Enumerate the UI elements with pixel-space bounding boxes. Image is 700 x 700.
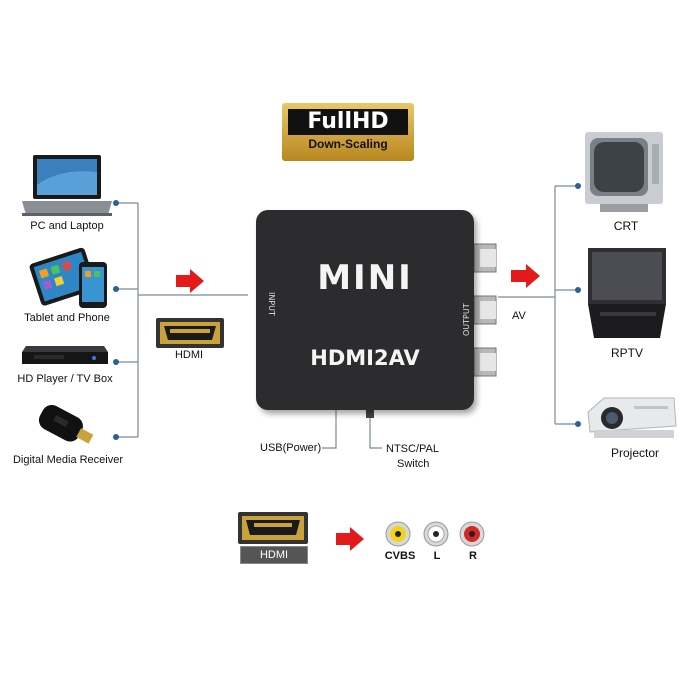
crt-tv-icon [585, 132, 663, 212]
usb-power-label: USB(Power) [260, 442, 322, 454]
legend-hdmi-label: HDMI [240, 546, 308, 564]
leader-lines [322, 410, 382, 449]
source-label-tablet-phone: Tablet and Phone [24, 312, 110, 324]
left-audio-jack-icon [423, 521, 449, 547]
bluray-player-icon [22, 346, 108, 364]
legend-hdmi-connector-icon [238, 512, 308, 544]
projector-icon [587, 397, 677, 438]
legend-l-label: L [433, 550, 441, 562]
output-arrow-icon [511, 264, 540, 288]
source-dots [113, 200, 119, 440]
legend-arrow-icon [336, 527, 364, 551]
laptop-icon [22, 155, 112, 216]
rca-ports [473, 243, 497, 377]
output-label-rptv: RPTV [610, 346, 644, 360]
source-label-pc-laptop: PC and Laptop [30, 220, 104, 232]
media-dongle-icon [38, 404, 94, 444]
av-output-label: AV [512, 310, 526, 322]
output-label-projector: Projector [610, 446, 660, 460]
output-label-crt: CRT [613, 219, 639, 233]
badge-subtitle: Down-Scaling [308, 137, 388, 151]
cvbs-jack-icon [385, 521, 411, 547]
rear-projection-tv-icon [588, 248, 666, 338]
badge-title: FullHD [288, 109, 408, 135]
converter-model: HDMI2AV [310, 346, 420, 370]
legend-r-label: R [469, 550, 477, 562]
switch-label-line2: Switch [397, 458, 430, 470]
hdmi-input-label: HDMI [174, 349, 204, 361]
tablet-phone-icon [29, 247, 107, 308]
source-label-media-receiver: Digital Media Receiver [12, 454, 124, 466]
input-port-label: INPUT [267, 292, 276, 316]
hdmi-input-connector-icon [156, 318, 224, 348]
full-hd-badge: FullHD Down-Scaling [282, 103, 414, 161]
switch-label-line1: NTSC/PAL [386, 443, 439, 455]
hdmi2av-converter-box: MINI HDMI2AV INPUT OUTPUT [256, 210, 474, 410]
converter-brand: MINI [317, 258, 413, 298]
source-connector-lines [116, 202, 248, 438]
legend-cvbs-label: CVBS [384, 550, 416, 562]
ntsc-pal-switch[interactable] [366, 408, 374, 418]
output-port-label: OUTPUT [462, 303, 471, 336]
output-connector-lines [498, 185, 578, 425]
input-arrow-icon [176, 269, 204, 293]
source-label-hd-player: HD Player / TV Box [17, 373, 113, 385]
right-audio-jack-icon [459, 521, 485, 547]
output-dots [575, 183, 581, 427]
